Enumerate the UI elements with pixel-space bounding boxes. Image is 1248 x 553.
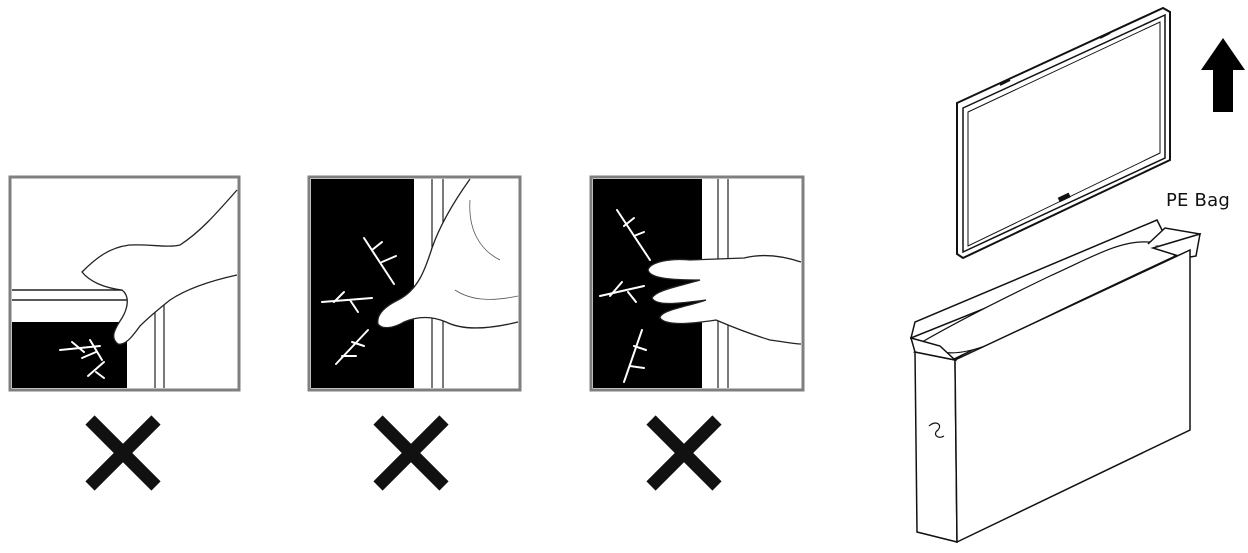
tv-panel-icon (956, 6, 1171, 260)
pe-bag-label: PE Bag (1166, 190, 1230, 211)
crack-lines (321, 237, 397, 365)
tv-screen (311, 179, 414, 388)
crack-lines (599, 209, 651, 383)
shipping-box-icon (909, 219, 1202, 544)
tv-screen (593, 179, 702, 388)
cross-mark-icon (646, 415, 722, 491)
crack-lines (59, 339, 105, 379)
arrow-up-icon (1201, 38, 1245, 112)
panel-1 (8, 175, 241, 392)
tv-side (154, 300, 165, 388)
hand-gripping-screen-icon (647, 255, 802, 345)
cross-mark-icon (85, 415, 161, 491)
panel-3 (589, 175, 805, 392)
finger-pressing-screen-icon (377, 178, 519, 329)
cross-mark-icon (373, 415, 449, 491)
hand-pressing-screen-edge-icon (81, 189, 238, 345)
panel-2 (307, 175, 522, 392)
tv-screen (12, 322, 127, 388)
